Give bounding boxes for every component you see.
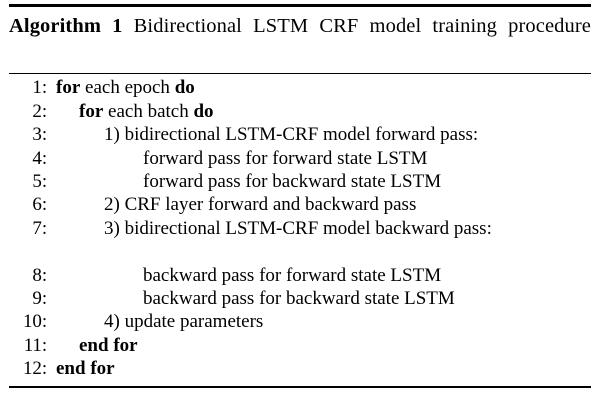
step-number: 1 (9, 76, 47, 99)
step-number: 4 (9, 147, 47, 170)
step-phrase: each batch (103, 100, 194, 122)
algorithm-step-row: 1for each epoch do (9, 76, 591, 99)
step-number: 11 (9, 334, 47, 357)
algorithm-step-row: 2for each batch do (9, 100, 591, 123)
step-number: 7 (9, 217, 47, 240)
step-number: 10 (9, 310, 47, 333)
algorithm-step-row: 11 end for (9, 334, 591, 357)
keyword: do (193, 100, 214, 122)
algorithm-header-rule (9, 73, 591, 75)
step-phrase: 3) bidirectional LSTM-CRF model backward… (104, 217, 492, 239)
algorithm-step-row: 4 forward pass for forward state LSTM (9, 147, 591, 170)
keyword: for (79, 100, 104, 122)
step-text: 4) update parameters (47, 310, 591, 333)
step-phrase: each epoch (80, 77, 175, 99)
algorithm-float: Algorithm 1 Bidirectional LSTM CRF model… (0, 4, 600, 414)
algorithm-step-row: 3 1) bidirectional LSTM-CRF model forward… (9, 123, 591, 146)
algorithm-blank-line (9, 240, 591, 263)
step-text: 2) CRF layer forward and backward pass (47, 193, 591, 216)
step-text: end for (47, 334, 591, 357)
algorithm-title: Bidirectional LSTM CRF model training pr… (133, 15, 591, 37)
step-phrase: 1) bidirectional LSTM-CRF model forward … (104, 124, 479, 146)
caption-space (123, 15, 134, 37)
step-phrase: backward pass for backward state LSTM (143, 288, 455, 310)
step-text: for each batch do (47, 100, 591, 123)
algorithm-step-row: 5 forward pass for backward state LSTM (9, 170, 591, 193)
algorithm-step-row: 6 2) CRF layer forward and backward pass (9, 193, 591, 216)
step-phrase: backward pass for forward state LSTM (143, 264, 442, 286)
keyword: end for (79, 334, 138, 356)
step-number: 6 (9, 193, 47, 216)
step-number: 2 (9, 100, 47, 123)
step-text: backward pass for backward state LSTM (47, 287, 591, 310)
step-text: 1) bidirectional LSTM-CRF model forward … (47, 123, 591, 146)
algorithm-label: Algorithm 1 (9, 15, 123, 37)
algorithm-top-rule (9, 4, 591, 7)
step-text: forward pass for forward state LSTM (47, 147, 591, 170)
algorithm-step-row: 12 end for (9, 357, 591, 380)
algorithm-step-row: 8 backward pass for forward state LSTM (9, 264, 591, 287)
algorithm-step-row: 7 3) bidirectional LSTM-CRF model backwar… (9, 217, 591, 240)
keyword: end for (56, 358, 115, 380)
step-phrase: forward pass for backward state LSTM (143, 171, 442, 193)
step-number: 3 (9, 123, 47, 146)
step-text: for each epoch do (47, 76, 591, 99)
step-phrase: 2) CRF layer forward and backward pass (104, 194, 417, 216)
algorithm-caption: Algorithm 1 Bidirectional LSTM CRF model… (9, 12, 591, 70)
step-number: 8 (9, 264, 47, 287)
algorithm-bottom-rule (9, 385, 591, 388)
step-number: 9 (9, 287, 47, 310)
keyword: do (174, 77, 195, 99)
algorithm-steps: 1for each epoch do2for each batch do31) … (9, 76, 591, 380)
step-text: end for (47, 357, 591, 380)
step-number: 12 (9, 357, 47, 380)
step-phrase: 4) update parameters (104, 311, 264, 333)
algorithm-step-row: 10 4) update parameters (9, 310, 591, 333)
keyword: for (56, 77, 81, 99)
step-text: backward pass for forward state LSTM (47, 264, 591, 287)
step-text: 3) bidirectional LSTM-CRF model backward… (47, 217, 591, 240)
step-phrase: forward pass for forward state LSTM (143, 147, 428, 169)
step-text: forward pass for backward state LSTM (47, 170, 591, 193)
algorithm-step-row: 9 backward pass for backward state LSTM (9, 287, 591, 310)
step-number: 5 (9, 170, 47, 193)
